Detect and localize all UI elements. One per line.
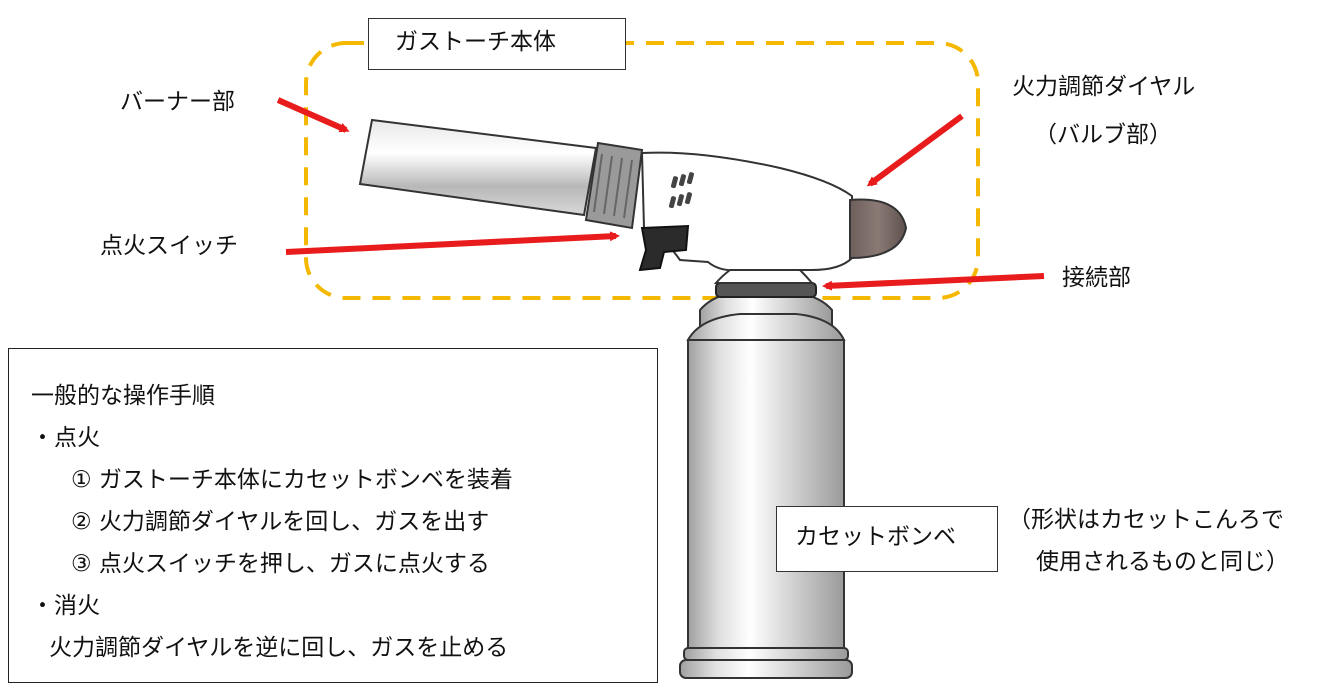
ignite-step-2: ② 火力調節ダイヤルを回し、ガスを出す xyxy=(71,509,490,535)
ignite-step-3: ③ 点火スイッチを押し、ガスに点火する xyxy=(71,551,490,577)
burner-arrow xyxy=(276,97,350,133)
cassette-canister xyxy=(679,282,853,679)
shape-note-line2: 使用されるものと同じ） xyxy=(1036,549,1289,575)
dial-label-line1: 火力調節ダイヤル xyxy=(1012,74,1196,100)
cassette-label-box: カセットボンベ xyxy=(776,506,998,572)
connection-arrow xyxy=(822,273,1045,291)
procedure-box: 一般的な操作手順 ・点火 ① ガストーチ本体にカセットボンベを装着 ② 火力調節… xyxy=(8,348,658,683)
extinguish-step: 火力調節ダイヤルを逆に回し、ガスを止める xyxy=(49,635,509,661)
switch-arrow xyxy=(285,231,620,255)
burner-label: バーナー部 xyxy=(120,89,235,115)
dial-label-line2: （バルブ部） xyxy=(1034,122,1172,148)
cassette-label: カセットボンベ xyxy=(795,524,956,550)
ignite-step-1: ① ガストーチ本体にカセットボンベを装着 xyxy=(71,467,513,493)
ignition-switch-label: 点火スイッチ xyxy=(100,233,238,259)
connection-label: 接続部 xyxy=(1062,265,1131,291)
callout-arrows xyxy=(276,97,1045,291)
dial-arrow xyxy=(866,113,964,187)
ignite-heading: ・点火 xyxy=(31,425,100,451)
procedure-title: 一般的な操作手順 xyxy=(31,383,215,409)
torch-body-outline xyxy=(304,41,980,300)
torch-body xyxy=(358,118,908,284)
shape-note-line1: （形状はカセットこんろで xyxy=(1008,507,1284,533)
extinguish-heading: ・消火 xyxy=(31,593,100,619)
torch-body-label: ガストーチ本体 xyxy=(395,29,556,55)
torch-body-label-box: ガストーチ本体 xyxy=(368,18,626,70)
